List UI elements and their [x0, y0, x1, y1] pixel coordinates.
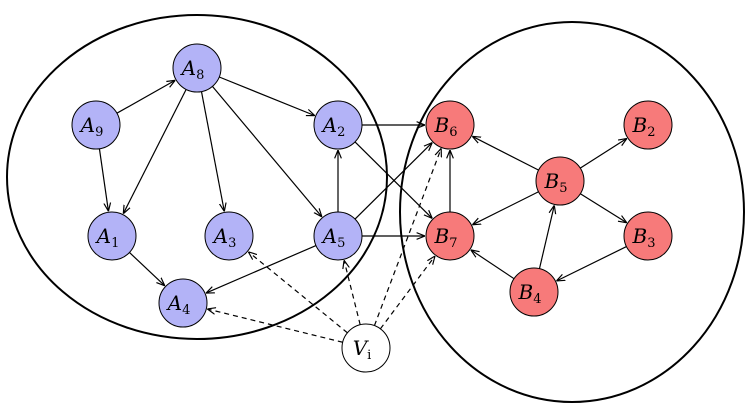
edge-a9-a1 [98, 148, 108, 212]
node-a1: A1 [87, 211, 137, 261]
edge-a5-b6 [354, 143, 432, 220]
node-circle [71, 100, 121, 150]
node-circle [341, 323, 391, 373]
edge-b5-b6 [472, 136, 539, 171]
edge-b5-b3 [580, 193, 626, 223]
node-subscript: 8 [196, 68, 204, 83]
node-subscript: 6 [449, 125, 457, 140]
edge-a9-a8 [116, 80, 175, 114]
node-a2: A2 [313, 100, 363, 150]
edge-a8-a1 [123, 89, 187, 213]
node-label: Vi [353, 336, 372, 363]
edge-b4-b5 [538, 205, 554, 269]
node-circle [509, 267, 559, 317]
node-a8: A8 [172, 43, 222, 93]
node-a9: A9 [71, 100, 121, 150]
node-circle [158, 278, 208, 328]
node-circle [313, 100, 363, 150]
node-b5: B5 [535, 156, 585, 206]
node-circle [425, 211, 475, 261]
edge-vi-b6 [373, 148, 441, 326]
node-vi: Vi [341, 323, 391, 373]
node-subscript: 4 [182, 303, 190, 318]
edge-a8-a3 [200, 91, 224, 212]
edge-a8-a2 [219, 76, 315, 116]
node-circle [172, 43, 222, 93]
cluster-b-ellipse [399, 21, 745, 403]
node-circle [425, 100, 475, 150]
node-subscript: 3 [228, 236, 236, 251]
node-subscript: 5 [337, 236, 345, 251]
node-b6: B6 [425, 100, 475, 150]
node-subscript: 7 [449, 236, 457, 251]
node-subscript: 3 [647, 236, 655, 251]
edge-b4-b7 [471, 250, 515, 280]
edges-layer [98, 76, 627, 343]
edge-a5-a4 [206, 244, 317, 294]
edge-vi-a5 [344, 260, 361, 325]
node-circle [535, 156, 585, 206]
node-subscript: 9 [95, 125, 103, 140]
node-circle [204, 211, 254, 261]
node-subscript: 1 [111, 236, 119, 251]
node-subscript: 5 [559, 181, 567, 196]
node-a5: A5 [313, 211, 363, 261]
node-b7: B7 [425, 211, 475, 261]
edge-b3-b4 [556, 246, 627, 281]
node-subscript: 4 [533, 292, 541, 307]
node-label: A8 [180, 56, 205, 83]
edge-b5-b7 [472, 191, 539, 225]
node-circle [623, 211, 673, 261]
edge-vi-a3 [248, 252, 348, 334]
edge-a1-a4 [129, 252, 164, 285]
edge-b5-b2 [579, 138, 627, 169]
node-subscript: i [367, 348, 371, 363]
node-circle [313, 211, 363, 261]
cluster-a-ellipse [6, 14, 388, 340]
edge-vi-b7 [379, 256, 435, 330]
node-a3: A3 [204, 211, 254, 261]
node-a4: A4 [158, 278, 208, 328]
node-circle [87, 211, 137, 261]
node-subscript: 2 [647, 125, 655, 140]
edge-a8-a5 [211, 85, 321, 216]
node-b2: B2 [623, 100, 673, 150]
node-b3: B3 [623, 211, 673, 261]
node-subscript: 2 [337, 125, 345, 140]
node-circle [623, 100, 673, 150]
node-b4: B4 [509, 267, 559, 317]
